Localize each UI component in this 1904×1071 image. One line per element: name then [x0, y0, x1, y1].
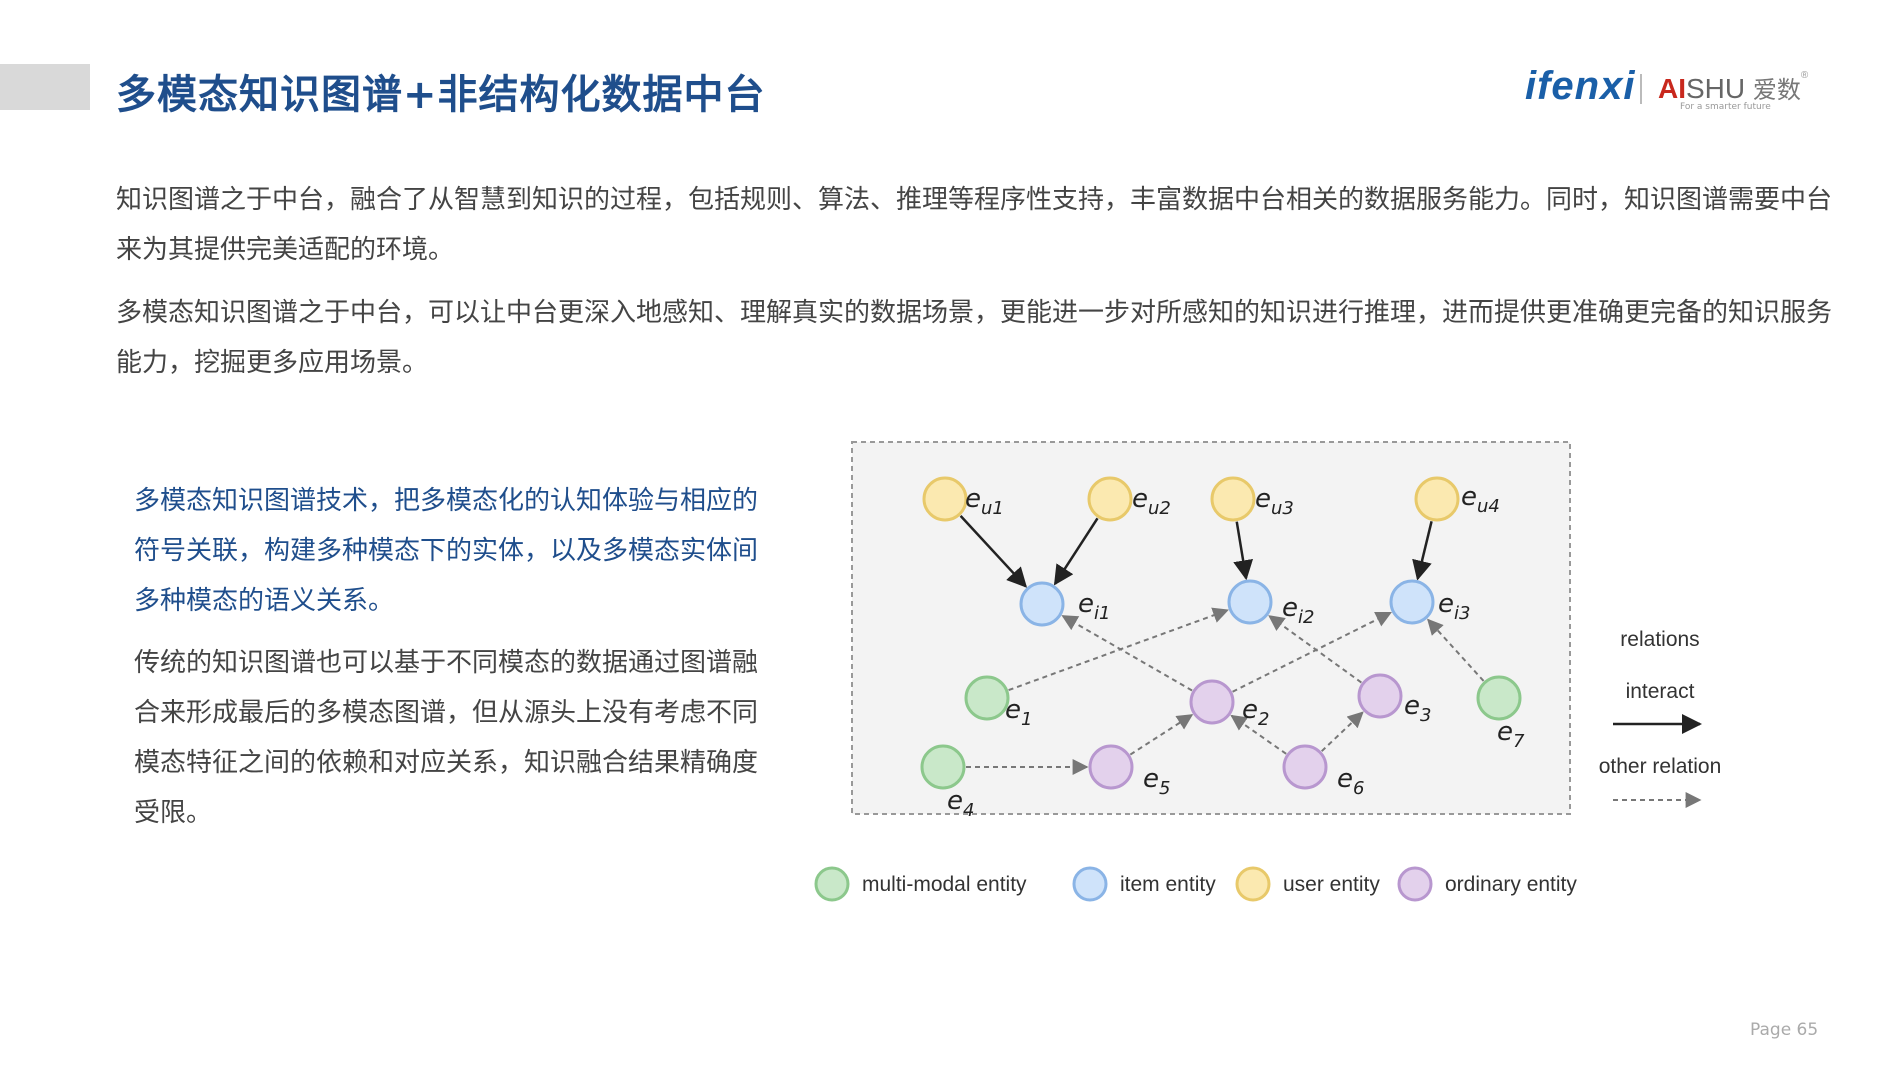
node-ei3	[1389, 579, 1435, 625]
node-eu3	[1210, 476, 1256, 522]
node-label-base: e	[1143, 764, 1159, 794]
node-label-eu2: eu2	[1132, 484, 1171, 519]
edge-eu2-ei1	[1053, 517, 1099, 586]
node-label-sub: 1	[1021, 709, 1032, 730]
highlight-paragraph: 多模态知识图谱技术，把多模态化的认知体验与相应的符号关联，构建多种模态下的实体，…	[134, 486, 759, 616]
node-label-e6: e6	[1337, 764, 1364, 799]
relation-other-label: other relation	[1599, 755, 1722, 778]
node-label-sub: i2	[1298, 607, 1314, 628]
node-label-sub: 4	[963, 800, 974, 821]
node-label-e2: e2	[1242, 695, 1269, 730]
edge-e2-ei1	[1061, 615, 1193, 692]
node-label-e4: e4	[947, 786, 974, 821]
relation-interact-label: interact	[1626, 680, 1695, 703]
legend-label-multi_modal: multi-modal entity	[862, 873, 1027, 896]
page-number: Page 65	[1750, 1020, 1819, 1040]
page-title: 多模态知识图谱+非结构化数据中台	[116, 72, 766, 118]
node-label-base: e	[947, 786, 963, 816]
legend-swatch-item	[1072, 866, 1108, 902]
aishu-tagline: For a smarter future	[1680, 102, 1771, 112]
node-e3	[1357, 673, 1403, 719]
node-label-eu4: eu4	[1461, 482, 1500, 517]
legend-label-user: user entity	[1283, 873, 1380, 896]
relations-title: relations	[1620, 628, 1699, 651]
node-ei2	[1227, 579, 1273, 625]
node-label-base: e	[1078, 589, 1094, 619]
edge-eu3-ei2	[1233, 521, 1254, 581]
node-label-e5: e5	[1143, 764, 1170, 799]
node-eu1	[922, 476, 968, 522]
traditional-kg-paragraph: 传统的知识图谱也可以基于不同模态的数据通过图谱融合来形成最后的多模态图谱，但从源…	[134, 648, 759, 828]
edges-layer	[959, 515, 1485, 775]
node-label-sub: 3	[1420, 705, 1431, 726]
node-label-base: e	[1255, 484, 1271, 514]
aishu-logo: AISHU 爱数®	[1658, 70, 1809, 104]
node-label-sub: 7	[1513, 731, 1525, 752]
node-label-sub: u4	[1477, 496, 1500, 517]
node-label-base: e	[1438, 589, 1454, 619]
node-label-base: e	[1005, 695, 1021, 725]
node-label-sub: i1	[1094, 603, 1110, 624]
node-label-eu1: eu1	[965, 484, 1004, 519]
node-label-base: e	[965, 484, 981, 514]
node-label-base: e	[1282, 593, 1298, 623]
edge-e6-e2	[1230, 714, 1287, 755]
node-label-sub: 6	[1353, 778, 1364, 799]
brand-logos: ifenxi AISHU 爱数® For a smarter future	[1515, 62, 1845, 122]
node-label-sub: 5	[1159, 778, 1170, 799]
node-label-sub: u2	[1148, 498, 1171, 519]
node-label-ei2: ei2	[1282, 593, 1314, 628]
node-label-base: e	[1337, 764, 1353, 794]
node-eu4	[1414, 476, 1460, 522]
edge-e6-e3	[1321, 711, 1364, 752]
edge-e2-ei3	[1232, 611, 1392, 693]
intro-paragraph-2: 多模态知识图谱之于中台，可以让中台更深入地感知、理解真实的数据场景，更能进一步对…	[116, 298, 1833, 378]
node-label-base: e	[1132, 484, 1148, 514]
node-e1	[964, 675, 1010, 721]
node-label-ei1: ei1	[1078, 589, 1110, 624]
edge-e1-ei2	[1008, 607, 1229, 692]
edge-e3-ei2	[1268, 615, 1362, 684]
node-label-sub: 2	[1258, 709, 1269, 730]
node-label-ei3: ei3	[1438, 589, 1470, 624]
node-e5	[1088, 744, 1134, 790]
node-e7	[1476, 675, 1522, 721]
node-label-sub: u1	[981, 498, 1004, 519]
node-label-base: e	[1497, 717, 1513, 747]
edge-eu4-ei3	[1412, 521, 1433, 581]
legend: multi-modal entity item entity user entity…	[814, 866, 1577, 902]
node-e4	[920, 744, 966, 790]
edge-e5-e2	[1129, 714, 1194, 756]
legend-label-item: item entity	[1120, 873, 1216, 896]
node-label-e1: e1	[1005, 695, 1032, 730]
node-label-e7: e7	[1497, 717, 1525, 752]
logo-separator	[1640, 74, 1642, 104]
node-label-base: e	[1461, 482, 1477, 512]
title-accent-bar	[0, 64, 90, 110]
node-ei1	[1019, 581, 1065, 627]
node-eu2	[1087, 476, 1133, 522]
intro-paragraph-1: 知识图谱之于中台，融合了从智慧到知识的过程，包括规则、算法、推理等程序性支持，丰…	[116, 185, 1833, 265]
legend-label-ordinary: ordinary entity	[1445, 873, 1577, 896]
legend-swatch-multi_modal	[814, 866, 850, 902]
legend-swatch-ordinary	[1397, 866, 1433, 902]
node-label-e3: e3	[1404, 691, 1431, 726]
node-label-eu3: eu3	[1255, 484, 1294, 519]
legend-swatch-user	[1235, 866, 1271, 902]
node-e2	[1189, 679, 1235, 725]
edge-e7-ei3	[1427, 618, 1485, 682]
node-e6	[1282, 744, 1328, 790]
node-label-base: e	[1242, 695, 1258, 725]
node-label-sub: i3	[1454, 603, 1470, 624]
edge-eu1-ei1	[959, 515, 1028, 588]
node-label-base: e	[1404, 691, 1420, 721]
ifenxi-logo: ifenxi	[1525, 64, 1636, 108]
node-label-sub: u3	[1271, 498, 1294, 519]
